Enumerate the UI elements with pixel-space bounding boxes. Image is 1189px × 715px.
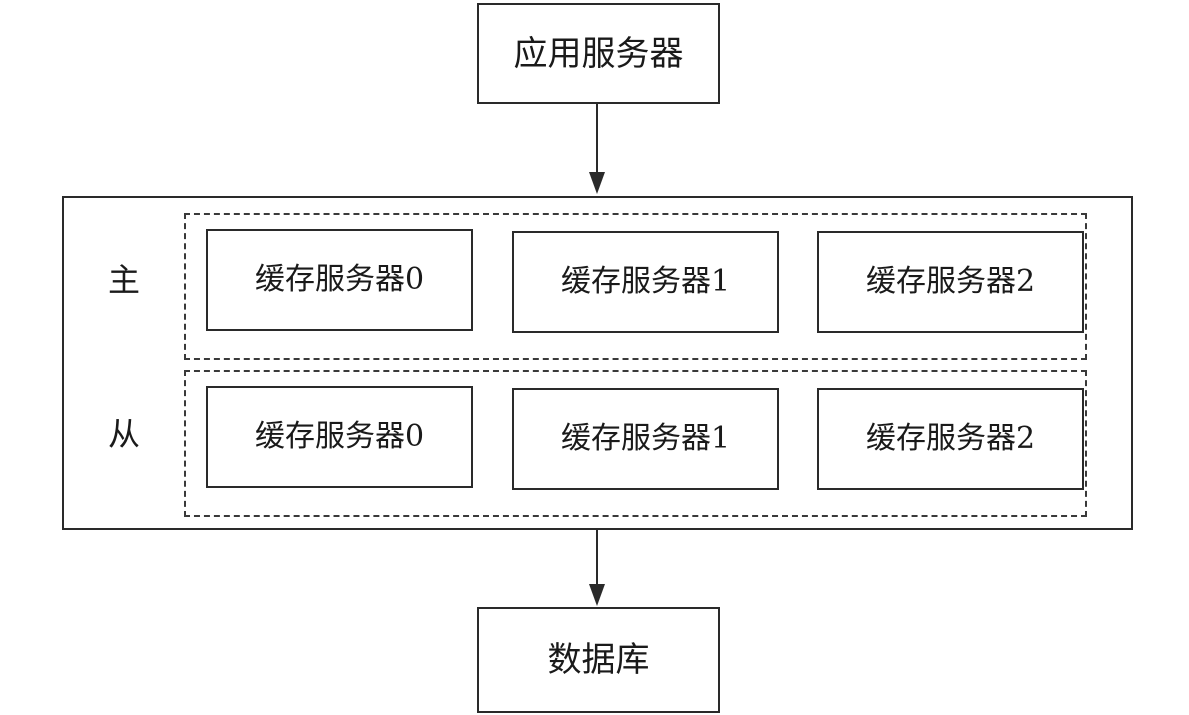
cache-server-label: 缓存服务器2 — [865, 264, 1036, 299]
cache-server-label: 缓存服务器1 — [560, 421, 731, 456]
master-cache-server-2: 缓存服务器2 — [817, 231, 1084, 333]
database-label: 数据库 — [547, 640, 650, 680]
master-group — [184, 213, 1087, 360]
master-cache-server-0: 缓存服务器0 — [206, 229, 473, 331]
slave-role-label: 从 — [108, 415, 141, 453]
arrow-cache-to-database — [589, 530, 605, 606]
cache-server-label: 缓存服务器1 — [560, 264, 731, 299]
app-server-box: 应用服务器 — [477, 3, 720, 104]
cache-server-label: 缓存服务器2 — [865, 421, 1036, 456]
master-role-label: 主 — [108, 261, 141, 299]
master-cache-server-1: 缓存服务器1 — [512, 231, 779, 333]
slave-group — [184, 370, 1087, 517]
database-box: 数据库 — [477, 607, 720, 713]
cache-server-label: 缓存服务器0 — [254, 262, 425, 297]
slave-cache-server-0: 缓存服务器0 — [206, 386, 473, 488]
cache-cluster-container — [62, 196, 1133, 530]
cache-server-label: 缓存服务器0 — [254, 419, 425, 454]
slave-cache-server-2: 缓存服务器2 — [817, 388, 1084, 490]
slave-cache-server-1: 缓存服务器1 — [512, 388, 779, 490]
app-server-label: 应用服务器 — [513, 33, 684, 74]
arrow-app-to-cache — [589, 104, 605, 194]
